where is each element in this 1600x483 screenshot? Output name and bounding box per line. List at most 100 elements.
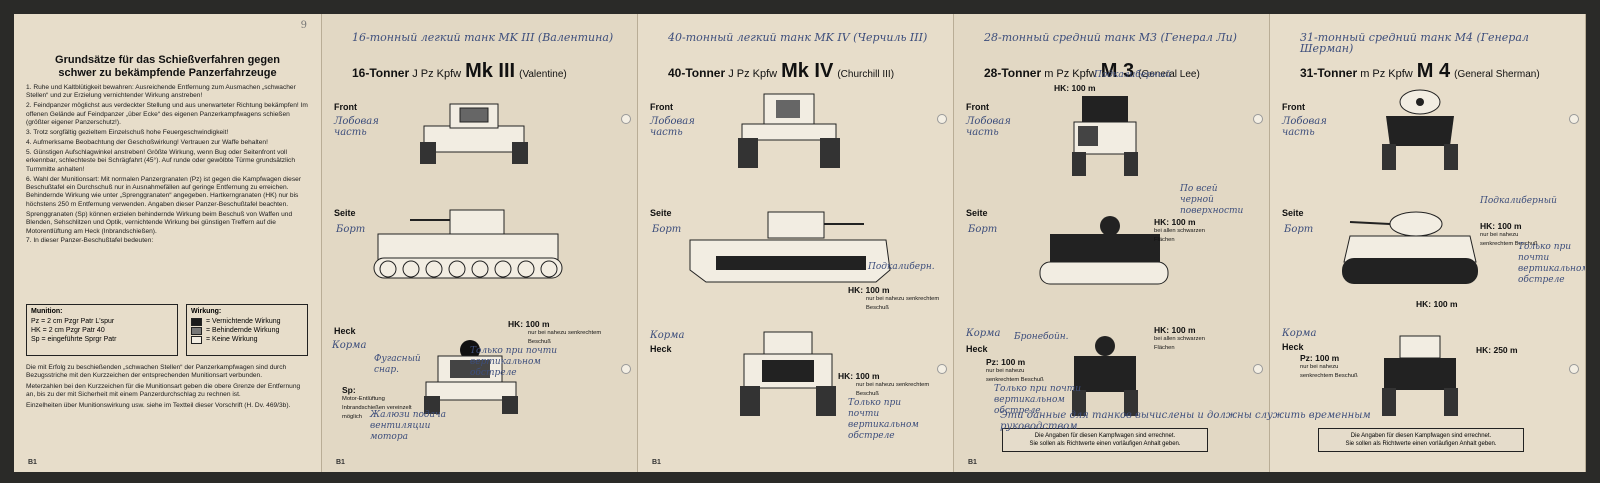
- road-wheel: [540, 260, 558, 278]
- rule-4: 4. Aufmerksame Beobachtung der Geschoßwi…: [26, 138, 268, 146]
- front-view-drawing: [420, 103, 528, 164]
- hw-note: Подкалиберн.: [868, 262, 935, 272]
- rule-6b: Sprenggranaten (Sp) können erzielen behi…: [26, 210, 293, 235]
- panel-footer: B1: [968, 459, 977, 466]
- rules-list: 1. Ruhe und Kaltblütigkeit bewahren: Aus…: [26, 84, 311, 247]
- hw-title: 28-тонный средний танк M3 (Генерал Ли): [984, 31, 1237, 44]
- punch-hole: [621, 364, 631, 374]
- label-heck: Heck: [966, 344, 988, 354]
- hw-bottom-note: Эти данные для танков вычислены и должны…: [1000, 410, 1371, 432]
- front-view-drawing: [1382, 89, 1458, 170]
- punch-hole: [1253, 114, 1263, 124]
- side-view-drawing: [373, 209, 563, 279]
- tank-panel-m3: 28-тонный средний танк M3 (Генерал Ли) 2…: [954, 14, 1270, 472]
- munition-hk: HK = 2 cm Pzgr Patr 40: [31, 327, 105, 334]
- hw-note4: Бронебойн.: [1014, 332, 1069, 342]
- punch-hole: [937, 114, 947, 124]
- rule-2: 2. Feindpanzer möglichst aus verdeckter …: [26, 102, 308, 127]
- hw-rear: Корма: [966, 328, 1001, 339]
- hw-note2: По всей черной поверхности: [1180, 184, 1244, 216]
- road-wheel: [379, 260, 397, 278]
- rear-view-drawing: [1382, 335, 1458, 416]
- road-wheel: [448, 260, 466, 278]
- hw-note2: Только при почти вертикальном обстреле: [1518, 242, 1586, 285]
- hw-front: Лобовая часть: [966, 116, 1011, 138]
- rule-1: 1. Ruhe und Kaltblütigkeit bewahren: Aus…: [26, 84, 296, 100]
- hw-side: Борт: [1284, 224, 1314, 235]
- hw-note: Подкалиберный: [1480, 196, 1557, 206]
- sp-label: Sp:Motor-Entlüftung Inbrandschießen vere…: [342, 385, 412, 421]
- hw-note3: Только при почти вертикальном обстреле: [994, 384, 1082, 416]
- side-view-drawing: [1039, 216, 1169, 285]
- label-seite: Seite: [1282, 208, 1304, 218]
- swatch-keine: [191, 335, 202, 344]
- punch-hole: [937, 364, 947, 374]
- tank-panel-mk4: 40-тонный легкий танк MK IV (Черчиль III…: [638, 14, 954, 472]
- rule-7: 7. In dieser Panzer-Beschußtafel bedeute…: [26, 237, 154, 245]
- hw-title: 16-тонный легкий танк MK III (Валентина): [352, 31, 614, 44]
- hw-side: Борт: [968, 224, 998, 235]
- munition-legend: Munition: Pz = 2 cm Pzgr Patr L'spur HK …: [26, 304, 178, 356]
- panel-footer: B1: [652, 459, 661, 466]
- road-wheel: [471, 260, 489, 278]
- rule-3: 3. Trotz sorgfältig gezieltem Einzelschu…: [26, 129, 229, 137]
- page-number: 9: [300, 20, 307, 31]
- hk-low-label: HK: 100 m: [1416, 299, 1458, 309]
- hw-note2: Только при почти вертикальном обстреле: [848, 398, 919, 441]
- hw-front: Лобовая часть: [334, 116, 379, 138]
- side-wheels: [379, 260, 558, 278]
- front-view-drawing: [738, 93, 840, 168]
- intro-title: Grundsätze für das Schießverfahren gegen…: [55, 54, 280, 79]
- firing-table-sheet: 9 Grundsätze für das Schießverfahren geg…: [14, 14, 1586, 472]
- label-seite: Seite: [334, 208, 356, 218]
- swatch-vernichtend: [191, 317, 202, 326]
- hw-side: Борт: [336, 224, 366, 235]
- disclaimer-box: Die Angaben für diesen Kampfwagen sind e…: [1002, 428, 1208, 452]
- label-heck: Heck: [650, 344, 672, 354]
- punch-hole: [1253, 364, 1263, 374]
- rear-view-drawing: [424, 340, 518, 414]
- road-wheel: [425, 260, 443, 278]
- label-heck: Heck: [334, 326, 356, 336]
- side-view-drawing: [689, 211, 891, 283]
- front-view-drawing: [1072, 96, 1138, 176]
- label-front: Front: [650, 102, 673, 112]
- wirkung-legend: Wirkung: = Vernichtende Wirkung = Behind…: [186, 304, 308, 356]
- hw-note2: Жалюзи подача вентиляции мотора: [370, 410, 446, 442]
- hw-title: 31-тонный средний танк M4 (Генерал Шерма…: [1300, 31, 1529, 55]
- tank-panel-m4: 31-тонный средний танк M4 (Генерал Шерма…: [1270, 14, 1586, 472]
- munition-sp: Sp = eingeführte Sprgr Patr: [31, 336, 117, 343]
- rule-6: 6. Wahl der Munitionsart: Mit normalen P…: [26, 175, 301, 208]
- tank-panel-mk3: 16-тонный легкий танк MK III (Валентина)…: [322, 14, 638, 472]
- munition-pz: Pz = 2 cm Pzgr Patr L'spur: [31, 318, 115, 325]
- intro-panel: 9 Grundsätze für das Schießverfahren geg…: [14, 14, 322, 472]
- hw-side: Борт: [652, 224, 682, 235]
- rule-5: 5. Günstigen Aufschlagwinkel anstreben! …: [26, 148, 295, 173]
- road-wheel: [494, 260, 512, 278]
- notes: Die mit Erfolg zu beschießenden „schwach…: [26, 364, 301, 409]
- punch-hole: [1569, 364, 1579, 374]
- road-wheel: [402, 260, 420, 278]
- label-front: Front: [334, 102, 357, 112]
- hw-note3: Фугасный снар.: [374, 354, 421, 375]
- label-heck: Heck: [1282, 342, 1304, 352]
- rear-view-drawing: [740, 331, 836, 416]
- swatch-behindernd: [191, 326, 202, 335]
- label-seite: Seite: [966, 208, 988, 218]
- side-view-drawing: [1342, 211, 1478, 284]
- hw-title: 40-тонный легкий танк MK IV (Черчиль III…: [668, 31, 928, 44]
- label-front: Front: [966, 102, 989, 112]
- hw-front: Лобовая часть: [650, 116, 695, 138]
- hk-label: HK: 100 m: [1054, 83, 1096, 93]
- hw-note: Только при почти вертикальном обстреле: [470, 346, 558, 378]
